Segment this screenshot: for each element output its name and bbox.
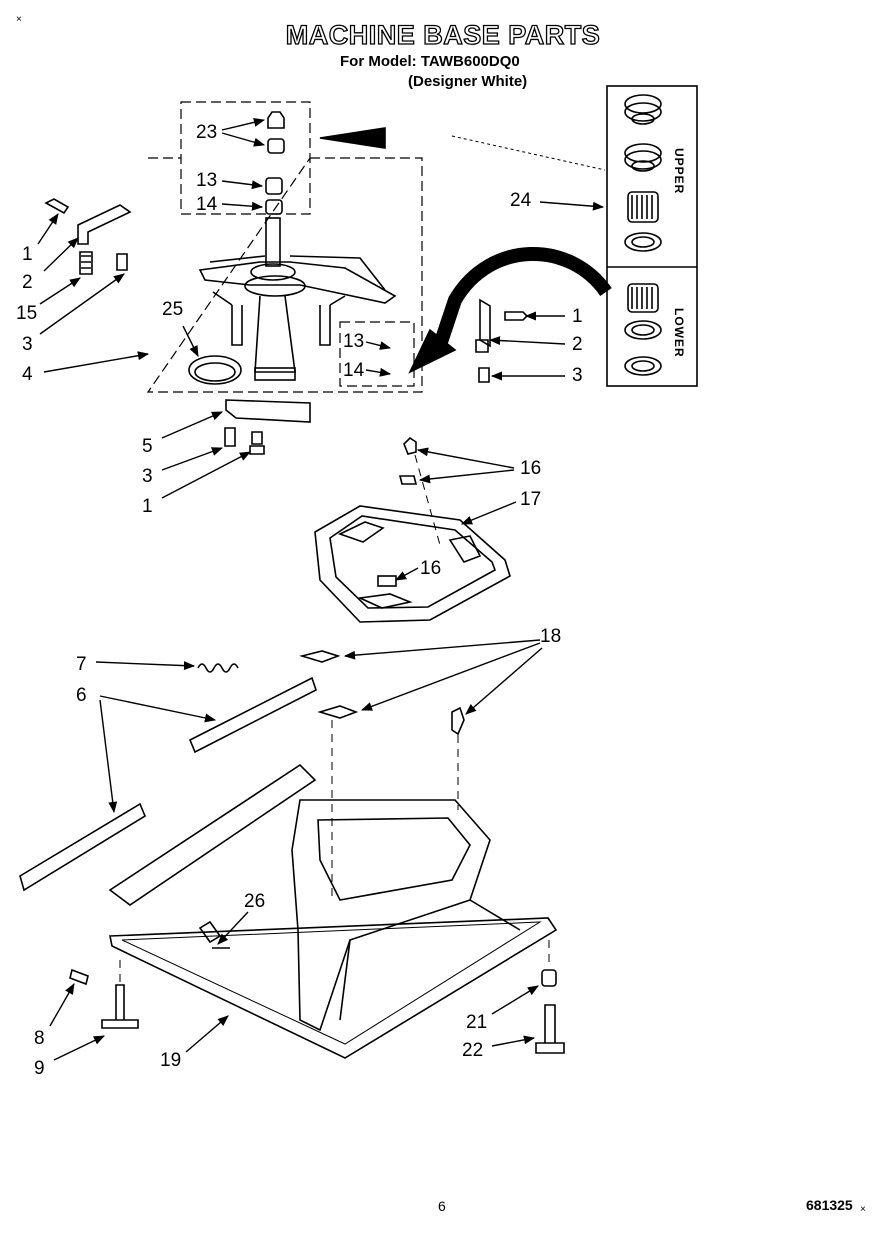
model-number: For Model: TAWB600DQ0 — [340, 53, 520, 70]
part-label-1-right[interactable]: 1 — [572, 306, 583, 327]
bushings-stack — [265, 111, 285, 215]
curved-arrow-head — [408, 328, 457, 374]
part-label-19[interactable]: 19 — [160, 1050, 182, 1071]
part-18-pad-b — [317, 705, 359, 719]
page-title: MACHINE BASE PARTS — [285, 19, 601, 50]
box-drive-assembly — [146, 157, 423, 393]
part-label-16-frame[interactable]: 16 — [420, 558, 442, 579]
part-label-25[interactable]: 25 — [162, 299, 184, 320]
part-label-14[interactable]: 14 — [196, 194, 218, 215]
part-label-6[interactable]: 6 — [76, 685, 87, 706]
part-label-3-right[interactable]: 3 — [572, 365, 583, 386]
model-color: (Designer White) — [408, 73, 528, 90]
part-17-frame — [314, 436, 511, 623]
part-7-spring — [197, 663, 239, 673]
group-box-gearcase — [146, 101, 423, 393]
part-label-23[interactable]: 23 — [196, 122, 218, 143]
part-label-15[interactable]: 15 — [16, 303, 38, 324]
part-18-pad-a — [298, 650, 341, 663]
curved-arrow — [433, 246, 612, 348]
part-label-1[interactable]: 1 — [22, 244, 33, 265]
part-label-16[interactable]: 16 — [520, 458, 542, 479]
part-label-3-lower[interactable]: 3 — [142, 466, 153, 487]
part-label-21[interactable]: 21 — [466, 1012, 488, 1033]
part-9-leg — [101, 984, 139, 1029]
lower-left-bracket — [224, 399, 311, 455]
part-6-rail-upper — [188, 676, 317, 754]
part-label-2-right[interactable]: 2 — [572, 334, 583, 355]
drive-assembly — [198, 217, 397, 381]
part-18-pad-c — [451, 706, 465, 736]
code-suffix-mark: × — [860, 1204, 866, 1215]
box-side-bushings — [339, 321, 415, 387]
seal-kit-box — [451, 85, 698, 387]
part-label-13[interactable]: 13 — [196, 170, 218, 191]
part-label-24[interactable]: 24 — [510, 190, 532, 211]
document-code: 681325 — [806, 1197, 853, 1213]
part-label-2[interactable]: 2 — [22, 272, 33, 293]
part-22-leg — [535, 1004, 565, 1054]
part-21-cup — [541, 969, 557, 987]
part-6-rail-lower — [19, 802, 147, 892]
upper-seal-label: UPPER — [672, 148, 686, 195]
page-number: 6 — [438, 1198, 446, 1214]
part-label-9[interactable]: 9 — [34, 1058, 45, 1079]
part-8-pad — [69, 968, 89, 986]
lower-seal-label: LOWER — [672, 308, 686, 358]
part-label-26[interactable]: 26 — [244, 891, 266, 912]
corner-mark: × — [16, 14, 22, 25]
right-bracket-group — [475, 298, 529, 383]
part-label-3[interactable]: 3 — [22, 334, 33, 355]
part-label-22[interactable]: 22 — [462, 1040, 484, 1061]
part-label-18[interactable]: 18 — [540, 626, 562, 647]
part-label-5[interactable]: 5 — [142, 436, 153, 457]
part-label-14-side[interactable]: 14 — [343, 360, 365, 381]
part-25-ring — [188, 355, 242, 385]
top-arrow — [319, 127, 386, 149]
part-label-1-lower[interactable]: 1 — [142, 496, 153, 517]
part-label-17[interactable]: 17 — [520, 489, 542, 510]
part-19-base — [108, 763, 558, 1059]
part-label-13-side[interactable]: 13 — [343, 331, 365, 352]
left-bracket-group — [44, 198, 132, 275]
part-label-4[interactable]: 4 — [22, 364, 33, 385]
part-label-8[interactable]: 8 — [34, 1028, 45, 1049]
part-label-7[interactable]: 7 — [76, 654, 87, 675]
